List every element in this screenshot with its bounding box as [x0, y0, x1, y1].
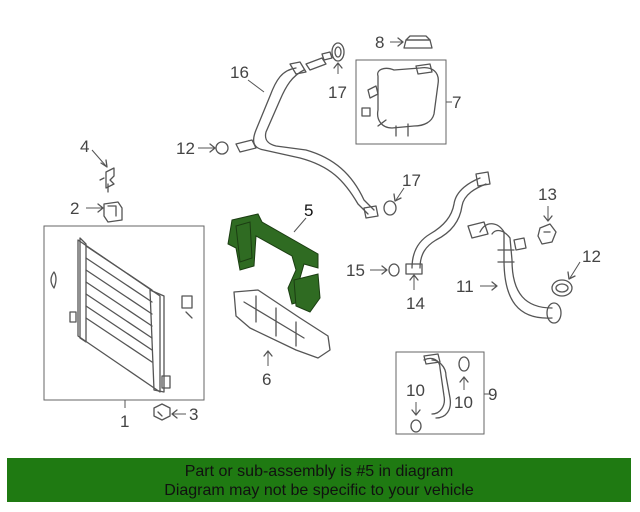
callout-5: 5 — [304, 201, 313, 220]
callout-4: 4 — [80, 137, 89, 156]
part-7-coolant-reservoir[interactable] — [355, 59, 447, 145]
banner-line-2: Diagram may not be specific to your vehi… — [164, 482, 474, 499]
info-banner: Part or sub-assembly is #5 in diagram Di… — [7, 458, 631, 502]
part-17-o-ring-middle[interactable] — [383, 200, 397, 216]
part-15-o-ring[interactable] — [388, 263, 400, 277]
callout-10-left: 10 — [406, 381, 425, 400]
callout-2: 2 — [70, 199, 79, 218]
callout-13: 13 — [538, 185, 557, 204]
callout-12-right: 12 — [582, 247, 601, 266]
callout-14: 14 — [406, 294, 425, 313]
part-12-o-ring-right[interactable] — [551, 279, 573, 297]
callout-6: 6 — [262, 370, 271, 389]
parts-diagram: 1 2 4 3 5 6 — [43, 33, 601, 435]
callout-17-middle: 17 — [402, 171, 421, 190]
callout-10-right: 10 — [454, 393, 473, 412]
part-9-hose-kit[interactable] — [395, 351, 485, 435]
part-13-clamp[interactable] — [537, 223, 557, 245]
callout-9: 9 — [488, 385, 497, 404]
part-8-reservoir-cap[interactable] — [403, 35, 433, 49]
part-17-o-ring-top[interactable] — [331, 42, 345, 62]
callout-11: 11 — [456, 277, 474, 296]
callout-16: 16 — [230, 63, 249, 82]
part-14-hose[interactable] — [405, 171, 491, 275]
part-11-lower-hose[interactable] — [467, 221, 562, 324]
callout-3: 3 — [189, 405, 198, 424]
part-6-lower-shroud[interactable] — [233, 289, 331, 359]
part-4-clip[interactable] — [99, 167, 115, 193]
part-12-o-ring-left[interactable] — [215, 141, 229, 155]
part-2-bracket[interactable] — [103, 201, 123, 223]
callout-1: 1 — [120, 412, 129, 431]
callout-7: 7 — [452, 93, 461, 112]
callout-8: 8 — [375, 33, 384, 52]
banner-line-1: Part or sub-assembly is #5 in diagram — [184, 463, 454, 480]
callout-17-top: 17 — [328, 83, 347, 102]
callout-12-left: 12 — [176, 139, 195, 158]
part-3-screw[interactable] — [153, 403, 171, 421]
part-16-upper-hose[interactable] — [235, 51, 379, 219]
radiator-assembly[interactable] — [43, 225, 205, 401]
part-5-fan-shroud-highlighted[interactable] — [227, 213, 321, 313]
callout-15: 15 — [346, 261, 365, 280]
